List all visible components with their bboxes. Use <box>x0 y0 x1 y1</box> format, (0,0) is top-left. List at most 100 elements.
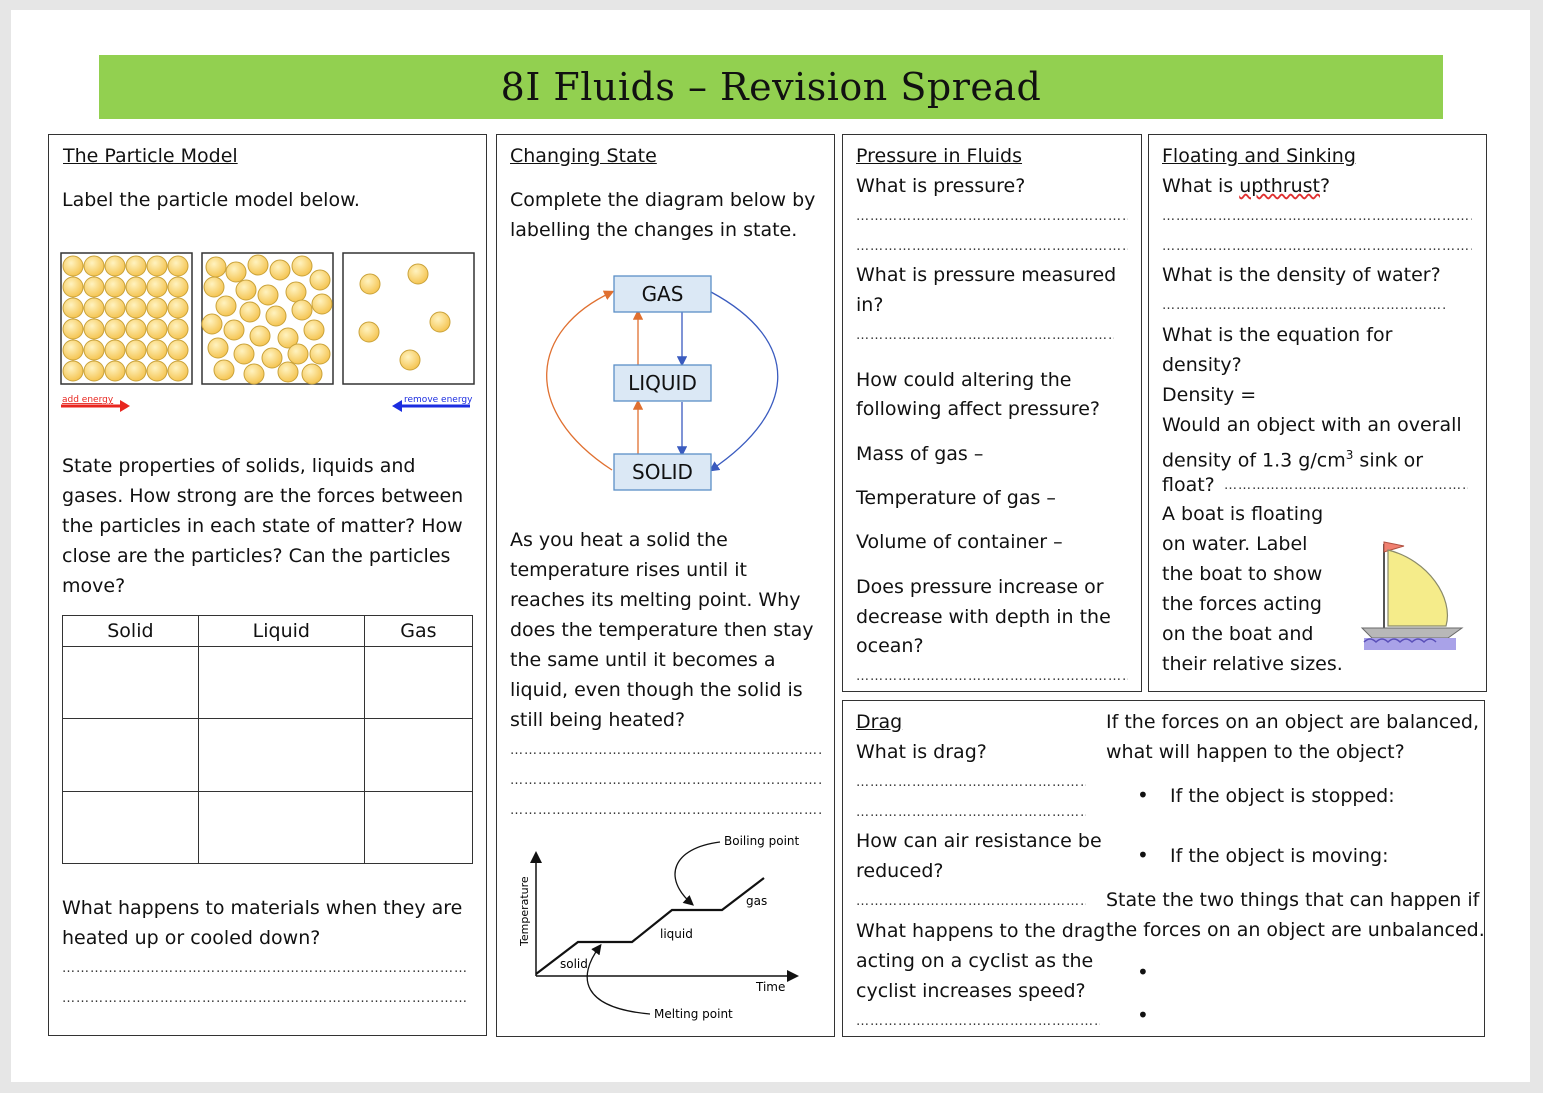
text-line: density? <box>1162 354 1242 376</box>
text-line: labelling the changes in state. <box>510 219 798 241</box>
text-line: cyclist increases speed? <box>856 980 1086 1002</box>
text-line: What is the equation for <box>1162 324 1393 346</box>
table-cell[interactable] <box>197 718 365 792</box>
solid-state-box <box>613 453 712 491</box>
text-line: What is the density of water? <box>1162 264 1441 286</box>
answer-line[interactable]: …………………………………………………………………………………………………………… <box>62 961 467 976</box>
text-line: the same until it becomes a <box>510 649 776 671</box>
solid-particle <box>62 318 84 340</box>
solid-particle <box>83 255 105 277</box>
solid-particle <box>104 339 126 361</box>
answer-line[interactable]: …………………………………………………………………………………………………………… <box>510 773 822 788</box>
text-line: decrease with depth in the <box>856 606 1111 628</box>
solid-particle <box>104 255 126 277</box>
answer-line[interactable]: …………………………………………………………………………………………………………… <box>856 775 1086 790</box>
solid-particle <box>125 276 147 298</box>
answer-line[interactable]: …………………………………………………………………………………………………………… <box>510 803 822 818</box>
answer-line[interactable]: …………………………………………………………………………………………………………… <box>62 991 467 1006</box>
text-line: density of 1.3 g/cm3 sink or <box>1162 440 1423 475</box>
solid-particle <box>83 297 105 319</box>
liquid-particles <box>201 254 333 385</box>
table-cell[interactable] <box>363 645 474 720</box>
text-line: the boat to show <box>1162 563 1323 585</box>
text-line: following affect pressure? <box>856 398 1100 420</box>
text-line: reaches its melting point. Why <box>510 589 801 611</box>
answer-line[interactable]: …………………………………………………………………………………………………………… <box>856 1014 1100 1029</box>
text-line: Temperature of gas – <box>856 487 1056 509</box>
text-line: move? <box>62 575 126 597</box>
text-line: State the two things that can happen if <box>1106 889 1480 911</box>
solid-particle <box>125 255 147 277</box>
text-line: on water. Label <box>1162 533 1308 555</box>
table-cell[interactable] <box>62 645 199 720</box>
solid-particle <box>125 318 147 340</box>
bullet-icon: • <box>1137 960 1149 984</box>
solid-particle <box>62 360 84 382</box>
answer-line[interactable]: …………………………………………………………………………………………………………… <box>856 805 1086 820</box>
text-line: their relative sizes. <box>1162 653 1343 675</box>
particle-model-box <box>48 134 487 1036</box>
text-line: If the object is stopped: <box>1170 785 1395 807</box>
text-line: A boat is floating <box>1162 503 1324 525</box>
text-line: the forces on an object are unbalanced. <box>1106 919 1485 941</box>
text-line: Complete the diagram below by <box>510 189 816 211</box>
table-cell[interactable] <box>197 645 365 720</box>
solid-particle <box>146 276 168 298</box>
solid-particle <box>167 339 189 361</box>
bullet-icon: • <box>1137 1003 1149 1027</box>
table-cell[interactable] <box>197 790 365 865</box>
solid-particle <box>167 297 189 319</box>
solid-particle <box>62 255 84 277</box>
answer-line[interactable]: …………………………………………………………………………………………………………… <box>856 328 1114 343</box>
answer-line[interactable]: …………………………………………………………………………………………………………… <box>856 894 1086 909</box>
table-row <box>62 645 474 720</box>
solid-particle <box>125 339 147 361</box>
answer-line[interactable]: …………………………………………………………………………………………………………… <box>1162 209 1472 224</box>
changing-state-box <box>496 134 835 1037</box>
solid-particle <box>125 297 147 319</box>
solid-particle <box>104 297 126 319</box>
boiling-point-label: Boiling point <box>724 834 800 848</box>
boat-image <box>1360 541 1464 650</box>
answer-line[interactable]: …………………………………………………………………………………………………………… <box>1224 478 1468 493</box>
text-line: the particles in each state of matter? H… <box>62 515 463 537</box>
text-line: gases. How strong are the forces between <box>62 485 464 507</box>
pressure-heading: Pressure in Fluids <box>856 145 1023 167</box>
answer-line[interactable]: …………………………………………………………………………………………………………… <box>510 743 822 758</box>
answer-line[interactable]: …………………………………………………………………………………………………………… <box>1162 298 1446 313</box>
remove-energy-arrow: remove energy <box>392 395 473 412</box>
text-fragment: sink or <box>1353 449 1424 472</box>
answer-line[interactable]: …………………………………………………………………………………………………………… <box>856 209 1128 224</box>
text-line: what will happen to the object? <box>1106 741 1405 763</box>
text-line: What happens to the drag <box>856 920 1106 942</box>
states-properties-table: Solid Liquid Gas <box>62 615 474 865</box>
table-header-gas: Gas <box>363 615 474 647</box>
floating-box <box>1148 134 1487 692</box>
text-line: As you heat a solid the <box>510 529 728 551</box>
particle-model-instruction: Label the particle model below. <box>62 189 360 211</box>
answer-line[interactable]: …………………………………………………………………………………………………………… <box>856 239 1128 254</box>
text-fragment: ? <box>1319 175 1331 197</box>
text-fragment: density of 1.3 g/cm <box>1162 449 1346 472</box>
answer-line[interactable]: …………………………………………………………………………………………………………… <box>1162 239 1472 254</box>
text-line: What is drag? <box>856 741 987 763</box>
text-line: How could altering the <box>856 369 1072 391</box>
particle-model-heading: The Particle Model <box>63 145 238 167</box>
text-line: float? <box>1162 474 1215 496</box>
particle-model-diagram: add energy remove energy <box>60 252 475 412</box>
text-line: reduced? <box>856 860 944 882</box>
table-cell[interactable] <box>363 718 474 792</box>
text-line: Would an object with an overall <box>1162 414 1462 436</box>
floating-heading: Floating and Sinking <box>1162 145 1356 167</box>
deposition-arrow <box>708 291 779 472</box>
solid-particle <box>167 318 189 340</box>
text-line: If the object is moving: <box>1170 845 1389 867</box>
table-cell[interactable] <box>62 718 199 792</box>
solid-particle <box>83 339 105 361</box>
solid-particle <box>146 255 168 277</box>
answer-line[interactable]: …………………………………………………………………………………………………………… <box>856 669 1128 684</box>
table-cell[interactable] <box>363 790 474 865</box>
table-cell[interactable] <box>62 790 199 865</box>
solid-particle <box>146 360 168 382</box>
sublimation-arrow <box>546 290 615 471</box>
